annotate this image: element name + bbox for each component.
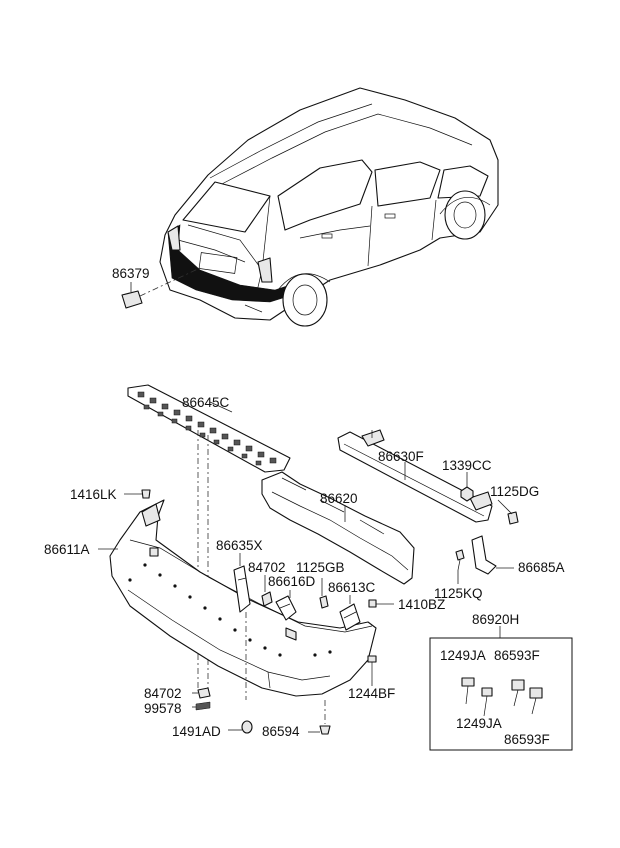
label-86613c: 86613C bbox=[328, 580, 376, 595]
label-1249ja-a: 1249JA bbox=[440, 648, 486, 663]
label-86685a: 86685A bbox=[518, 560, 565, 575]
label-86379: 86379 bbox=[112, 266, 150, 281]
label-86611a: 86611A bbox=[44, 542, 90, 557]
label-86593f-a: 86593F bbox=[494, 648, 540, 663]
nut-1339cc-icon bbox=[460, 472, 474, 502]
absorber-icon bbox=[261, 471, 415, 585]
kit-86920h bbox=[429, 626, 573, 751]
label-1125dg: 1125DG bbox=[490, 484, 539, 499]
bracket-86616d-icon bbox=[275, 590, 297, 621]
beam-icon bbox=[337, 429, 493, 523]
label-86616d: 86616D bbox=[268, 574, 316, 589]
bracket-86613c-icon bbox=[339, 595, 361, 631]
pad-84702-icon bbox=[261, 575, 273, 607]
label-1339cc: 1339CC bbox=[442, 458, 492, 473]
clip-86594-icon bbox=[308, 700, 331, 735]
label-86593f-b: 86593F bbox=[504, 732, 550, 747]
screw-1244bf-icon bbox=[367, 655, 377, 686]
label-86645c: 86645C bbox=[182, 395, 230, 410]
bolt-1125dg-icon bbox=[497, 499, 519, 525]
label-84702-a: 84702 bbox=[248, 560, 286, 575]
label-1125kq: 1125KQ bbox=[434, 586, 483, 601]
label-1249ja-b: 1249JA bbox=[456, 716, 502, 731]
screw-1125kq-icon bbox=[455, 549, 465, 584]
part-86379 bbox=[121, 267, 201, 309]
label-86635x: 86635X bbox=[216, 538, 263, 553]
clip-1491ad-icon bbox=[228, 720, 253, 734]
label-1410bz: 1410BZ bbox=[398, 597, 445, 612]
label-86920h: 86920H bbox=[472, 612, 519, 627]
label-99578: 99578 bbox=[144, 701, 182, 716]
label-86594: 86594 bbox=[262, 724, 300, 739]
pad-84702-lower-icon bbox=[192, 687, 211, 711]
label-1416lk: 1416LK bbox=[70, 487, 117, 502]
clip-1410bz-icon bbox=[368, 599, 394, 608]
clip-1416lk-icon bbox=[124, 489, 151, 499]
label-1491ad: 1491AD bbox=[172, 724, 221, 739]
label-86630f: 86630F bbox=[378, 449, 424, 464]
bracket-86685a-icon bbox=[471, 535, 514, 575]
label-86620: 86620 bbox=[320, 491, 358, 506]
label-84702-b: 84702 bbox=[144, 686, 182, 701]
label-1125gb: 1125GB bbox=[296, 560, 345, 575]
bracket-86635x-icon bbox=[233, 553, 251, 700]
garnish-icon bbox=[127, 384, 291, 690]
screw-1125gb-icon bbox=[319, 578, 329, 609]
vehicle-icon bbox=[159, 87, 499, 327]
label-1244bf: 1244BF bbox=[348, 686, 395, 701]
